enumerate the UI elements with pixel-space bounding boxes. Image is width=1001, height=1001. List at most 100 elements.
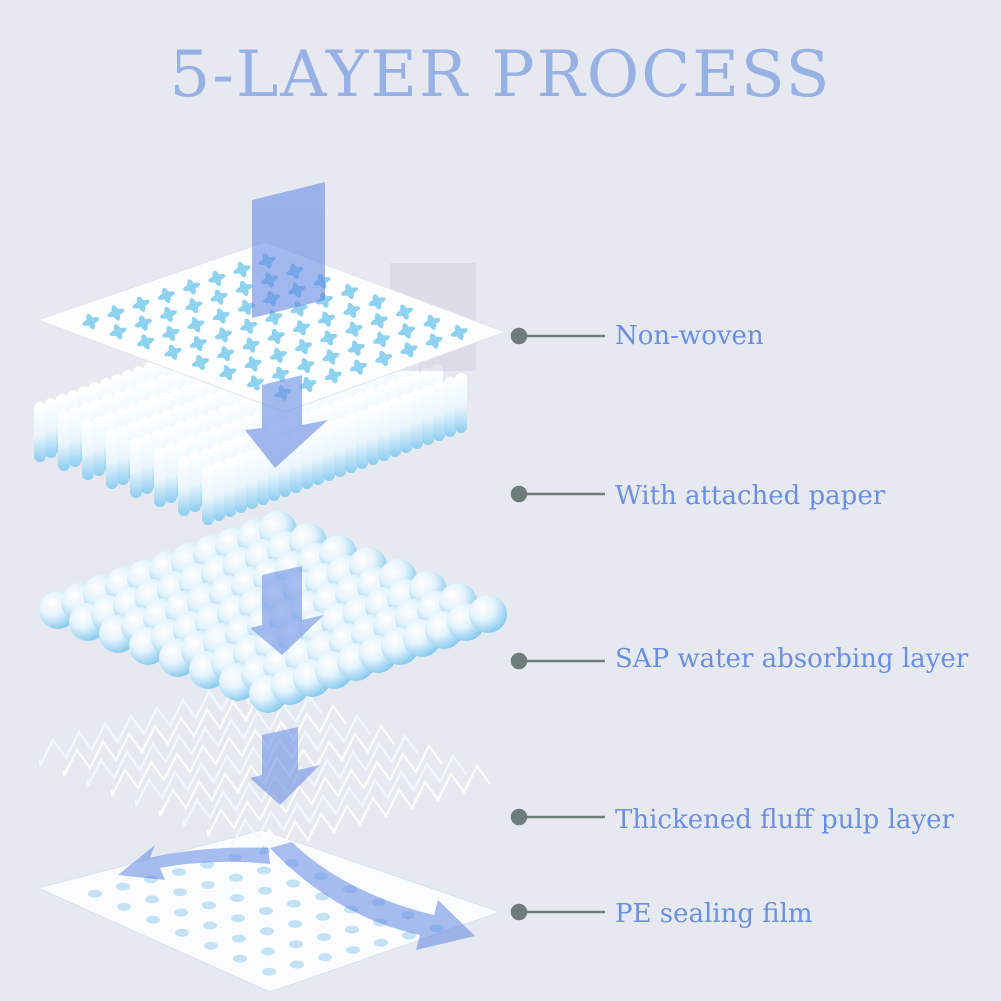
paper-ridge	[433, 381, 445, 441]
paper-ridge	[202, 465, 214, 525]
cross-mark	[187, 317, 205, 333]
cross-mark	[341, 283, 359, 300]
fluff-wave	[110, 703, 347, 797]
cross-mark	[164, 344, 182, 360]
paper-ridge	[334, 417, 346, 477]
paper-ridge	[235, 453, 247, 513]
label-attached-paper: With attached paper	[615, 481, 886, 511]
paper-ridge	[246, 449, 258, 509]
film-hole	[262, 967, 276, 976]
film-hole	[146, 915, 160, 924]
cross-mark	[370, 313, 388, 329]
cross-mark	[134, 315, 152, 331]
film-hole	[200, 860, 214, 869]
film-hole	[117, 902, 131, 911]
paper-ridge	[312, 425, 324, 485]
film-hole	[116, 882, 130, 891]
film-hole	[258, 886, 272, 895]
paper-ridge	[130, 438, 142, 498]
paper-ridge	[345, 413, 357, 473]
left-spread-arrow	[118, 845, 270, 880]
down-arrow-1	[245, 375, 328, 468]
paper-ridge	[69, 407, 81, 467]
film-hole	[287, 899, 301, 908]
paper-ridge	[58, 411, 70, 471]
film-hole	[174, 908, 188, 917]
cross-mark	[162, 325, 180, 341]
film-hole	[230, 894, 244, 902]
cross-mark	[235, 280, 253, 297]
film-hole	[345, 925, 359, 934]
cross-mark	[269, 347, 287, 363]
film-hole	[374, 938, 388, 947]
cross-mark	[295, 339, 313, 355]
cross-mark	[375, 350, 393, 367]
pe-film-layer	[36, 829, 502, 993]
film-hole	[402, 931, 416, 940]
cross-mark	[297, 357, 315, 374]
cross-mark	[137, 334, 155, 350]
cross-mark	[214, 327, 232, 343]
cross-mark	[185, 298, 203, 314]
fluff-wave	[134, 713, 371, 807]
paper-ridge	[411, 389, 423, 449]
cross-mark	[265, 309, 283, 326]
film-hole	[261, 947, 275, 956]
paper-ridge	[224, 457, 236, 517]
cross-mark	[347, 340, 365, 356]
label-non-woven: Non-woven	[615, 321, 764, 351]
cross-mark	[267, 328, 285, 345]
cross-mark	[242, 337, 260, 353]
cross-mark	[183, 279, 201, 295]
paper-ridge	[422, 385, 434, 445]
paper-ridge	[400, 393, 412, 453]
cross-mark	[233, 261, 251, 278]
cross-mark	[208, 270, 226, 286]
cross-mark	[189, 335, 207, 352]
film-hole	[257, 866, 271, 875]
cross-mark	[237, 299, 255, 315]
film-hole	[233, 954, 247, 963]
paper-ridge	[117, 425, 129, 485]
film-hole	[172, 868, 186, 876]
cross-mark	[372, 331, 390, 348]
paper-ridge	[82, 420, 94, 480]
cross-mark	[191, 354, 209, 371]
fluff-wave	[206, 743, 443, 837]
fluff-wave	[254, 763, 491, 857]
cross-mark	[109, 324, 127, 340]
paper-ridge	[154, 447, 166, 507]
paper-ridge	[189, 452, 201, 512]
film-hole	[204, 941, 218, 950]
cross-mark	[318, 311, 336, 327]
cross-mark	[322, 349, 340, 365]
paper-ridge	[444, 377, 456, 437]
film-hole	[229, 873, 243, 882]
down-arrow-2	[250, 566, 324, 655]
cross-mark	[82, 313, 100, 330]
leader-lines	[510, 327, 605, 921]
film-hole	[173, 888, 187, 897]
paper-ridge	[165, 443, 177, 503]
cross-mark	[425, 333, 443, 349]
cross-mark	[132, 296, 150, 312]
cross-mark	[395, 304, 413, 320]
paper-ridge	[257, 445, 269, 505]
cross-mark	[292, 320, 310, 336]
fluff-wave	[230, 753, 467, 847]
film-hole	[317, 933, 331, 941]
paper-ridge	[301, 429, 313, 489]
cross-mark	[299, 376, 317, 393]
cross-mark	[157, 287, 175, 304]
cross-mark	[246, 375, 264, 391]
film-hole	[232, 934, 246, 943]
paper-ridge	[178, 456, 190, 516]
sap-ball	[469, 595, 507, 633]
film-hole	[260, 927, 274, 936]
cross-mark	[324, 368, 342, 384]
page-title: 5-LAYER PROCESS	[169, 38, 832, 112]
cross-mark	[368, 294, 386, 310]
cross-mark	[423, 314, 441, 330]
cross-mark	[244, 356, 262, 372]
